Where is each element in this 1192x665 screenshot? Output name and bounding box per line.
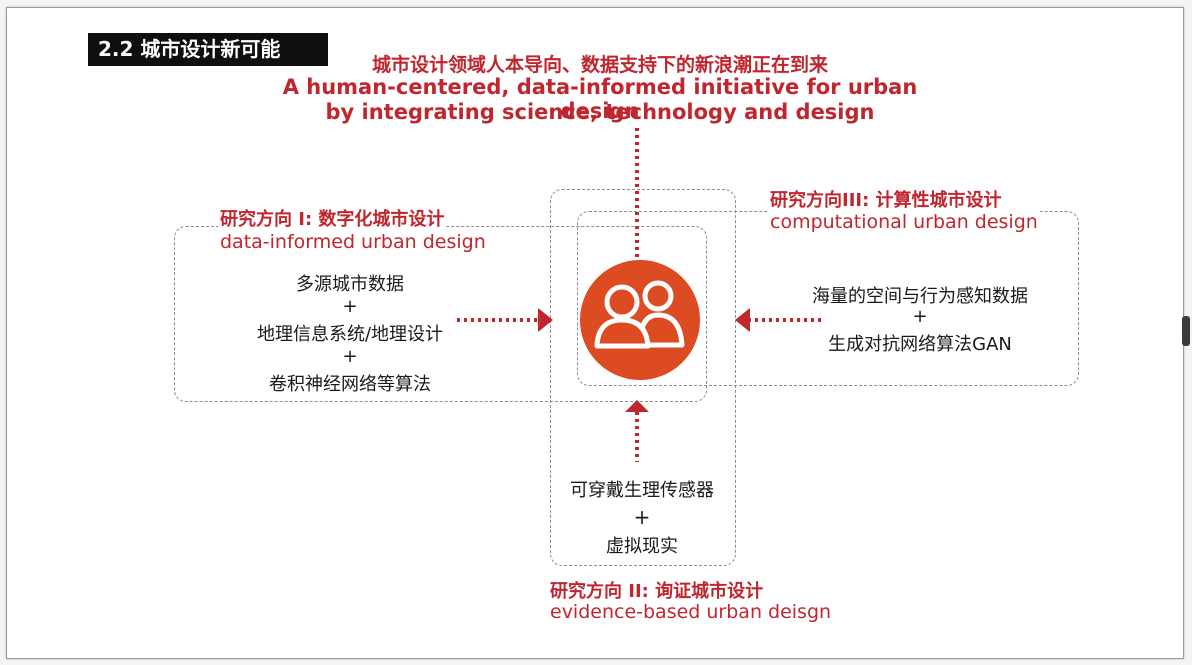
direction2-plus: + bbox=[633, 505, 651, 529]
direction3-title-zh: 研究方向III: 计算性城市设计 bbox=[768, 186, 1004, 212]
direction3-title-en: computational urban design bbox=[768, 211, 1040, 233]
direction1-item-2: 地理信息系统/地理设计 bbox=[256, 324, 444, 345]
direction3-plus: + bbox=[912, 306, 928, 327]
direction1-item-1: 多源城市数据 bbox=[296, 274, 404, 295]
direction2-title-en: evidence-based urban deisgn bbox=[550, 601, 832, 623]
direction2-frame bbox=[550, 189, 736, 566]
headline-en-line1: A human-centered, data-informed initiati… bbox=[282, 75, 918, 123]
right-arrowhead bbox=[735, 308, 750, 332]
direction3-item-2: 生成对抗网络算法GAN bbox=[828, 334, 1012, 355]
scroll-handle[interactable] bbox=[1182, 316, 1190, 346]
direction1-plus-2: + bbox=[342, 346, 358, 367]
headline-en-line2: by integrating science, technology and d… bbox=[325, 100, 875, 124]
slide-title: 2.2 城市设计新可能 bbox=[88, 33, 328, 66]
direction1-title-zh: 研究方向 I: 数字化城市设计 bbox=[218, 205, 447, 231]
direction1-item-3: 卷积神经网络等算法 bbox=[269, 374, 431, 395]
headline-zh: 城市设计领域人本导向、数据支持下的新浪潮正在到来 bbox=[371, 54, 828, 76]
bottom-arrowhead bbox=[625, 400, 649, 412]
direction1-plus-1: + bbox=[342, 296, 358, 317]
direction1-title-en: data-informed urban design bbox=[218, 231, 488, 253]
people-icon bbox=[580, 260, 700, 380]
direction2-item-2: 虚拟现实 bbox=[606, 536, 678, 557]
left-arrowhead bbox=[538, 308, 553, 332]
direction2-title-zh: 研究方向 II: 询证城市设计 bbox=[550, 581, 764, 602]
direction2-item-1: 可穿戴生理传感器 bbox=[570, 480, 714, 501]
direction3-item-1: 海量的空间与行为感知数据 bbox=[812, 286, 1028, 307]
